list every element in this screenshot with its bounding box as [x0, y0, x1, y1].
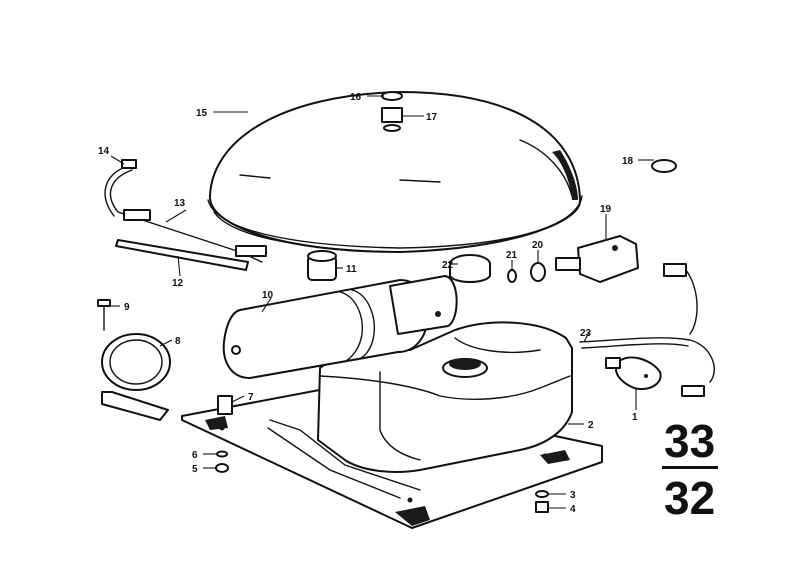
callout-11: 11	[346, 264, 357, 275]
callout-numbers: 1 2 3 4 5 6 7 8 9 10 11 12 13 14 15 16 1…	[98, 92, 638, 515]
callout-19: 19	[600, 204, 612, 215]
pressure-switch	[555, 235, 639, 283]
callout-9: 9	[124, 302, 130, 313]
center-nut	[381, 91, 403, 132]
sender-unit	[605, 356, 662, 390]
nut-4	[535, 501, 549, 513]
callout-5: 5	[192, 464, 198, 475]
mounting-bracket	[101, 333, 171, 421]
group-number-divider	[662, 466, 718, 469]
callout-12: 12	[172, 278, 184, 289]
callout-22: 22	[442, 260, 454, 271]
callout-10: 10	[262, 290, 274, 301]
callout-14: 14	[98, 146, 110, 157]
group-number-top: 33	[664, 415, 716, 467]
callout-3: 3	[570, 490, 576, 501]
group-number-bottom: 32	[664, 472, 716, 524]
callout-2: 2	[588, 420, 594, 431]
cylinder-assembly	[222, 275, 458, 379]
callout-15: 15	[196, 108, 208, 119]
grommet	[651, 159, 677, 173]
callout-4: 4	[570, 504, 576, 515]
washer-lower	[215, 463, 229, 473]
hose	[115, 239, 249, 271]
washer-3	[535, 490, 549, 498]
callout-13: 13	[174, 198, 186, 209]
callout-1: 1	[632, 412, 638, 423]
callout-21: 21	[506, 250, 518, 261]
callout-7: 7	[248, 392, 254, 403]
callout-18: 18	[622, 156, 634, 167]
wire-harness	[579, 263, 715, 397]
callout-23: 23	[580, 328, 592, 339]
callout-17: 17	[426, 112, 438, 123]
washer-upper	[216, 450, 228, 458]
tank-housing	[317, 321, 573, 473]
seal-ring	[530, 262, 546, 282]
relay	[307, 250, 337, 281]
leader-lines	[110, 95, 654, 509]
bushing	[217, 395, 233, 415]
fuel-line	[104, 159, 267, 263]
callout-6: 6	[192, 450, 198, 461]
filler-cap	[449, 254, 491, 283]
bolt	[97, 299, 111, 331]
washer	[507, 269, 517, 283]
callout-16: 16	[350, 92, 362, 103]
callout-20: 20	[532, 240, 544, 251]
air-cleaner-lid	[207, 91, 583, 253]
callout-8: 8	[175, 336, 181, 347]
